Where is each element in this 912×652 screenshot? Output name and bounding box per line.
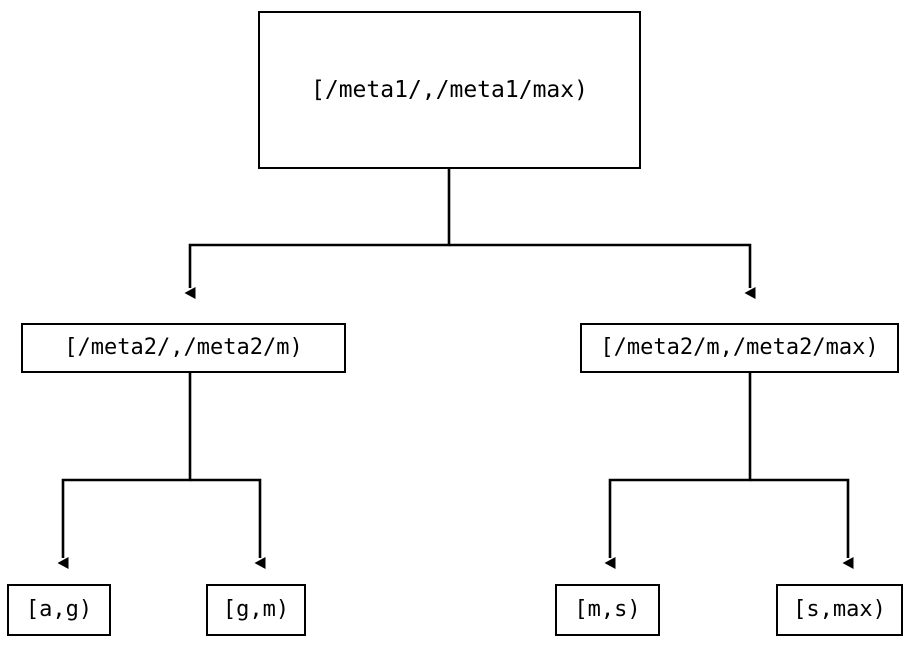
edge-root-to-left-mid <box>184 169 451 299</box>
tree-node-right-mid-label: [/meta2/m,/meta2/max) <box>600 335 879 360</box>
tree-node-right-mid[interactable]: [/meta2/m,/meta2/max) <box>580 323 899 373</box>
edge-left-mid-to-leaf-gm <box>190 478 266 569</box>
tree-node-leaf-gm-label: [g,m) <box>222 597 290 622</box>
tree-node-leaf-smax[interactable]: [s,max) <box>776 584 903 636</box>
edge-right-mid-to-leaf-ms <box>604 373 752 569</box>
tree-node-left-mid-label: [/meta2/,/meta2/m) <box>64 335 303 360</box>
tree-node-leaf-gm[interactable]: [g,m) <box>206 584 306 636</box>
edge-root-to-right-mid <box>449 243 756 299</box>
edge-left-mid-to-leaf-ag <box>57 373 192 569</box>
edge-right-mid-to-leaf-smax <box>750 478 854 569</box>
tree-node-leaf-ms[interactable]: [m,s) <box>555 584 660 636</box>
tree-node-leaf-ag-label: [a,g) <box>25 597 93 622</box>
tree-node-root[interactable]: [/meta1/,/meta1/max) <box>258 11 641 169</box>
tree-node-leaf-ms-label: [m,s) <box>574 597 641 622</box>
tree-node-leaf-ag[interactable]: [a,g) <box>7 584 111 636</box>
tree-node-root-label: [/meta1/,/meta1/max) <box>311 76 588 103</box>
tree-node-left-mid[interactable]: [/meta2/,/meta2/m) <box>21 323 346 373</box>
tree-node-leaf-smax-label: [s,max) <box>793 597 886 622</box>
